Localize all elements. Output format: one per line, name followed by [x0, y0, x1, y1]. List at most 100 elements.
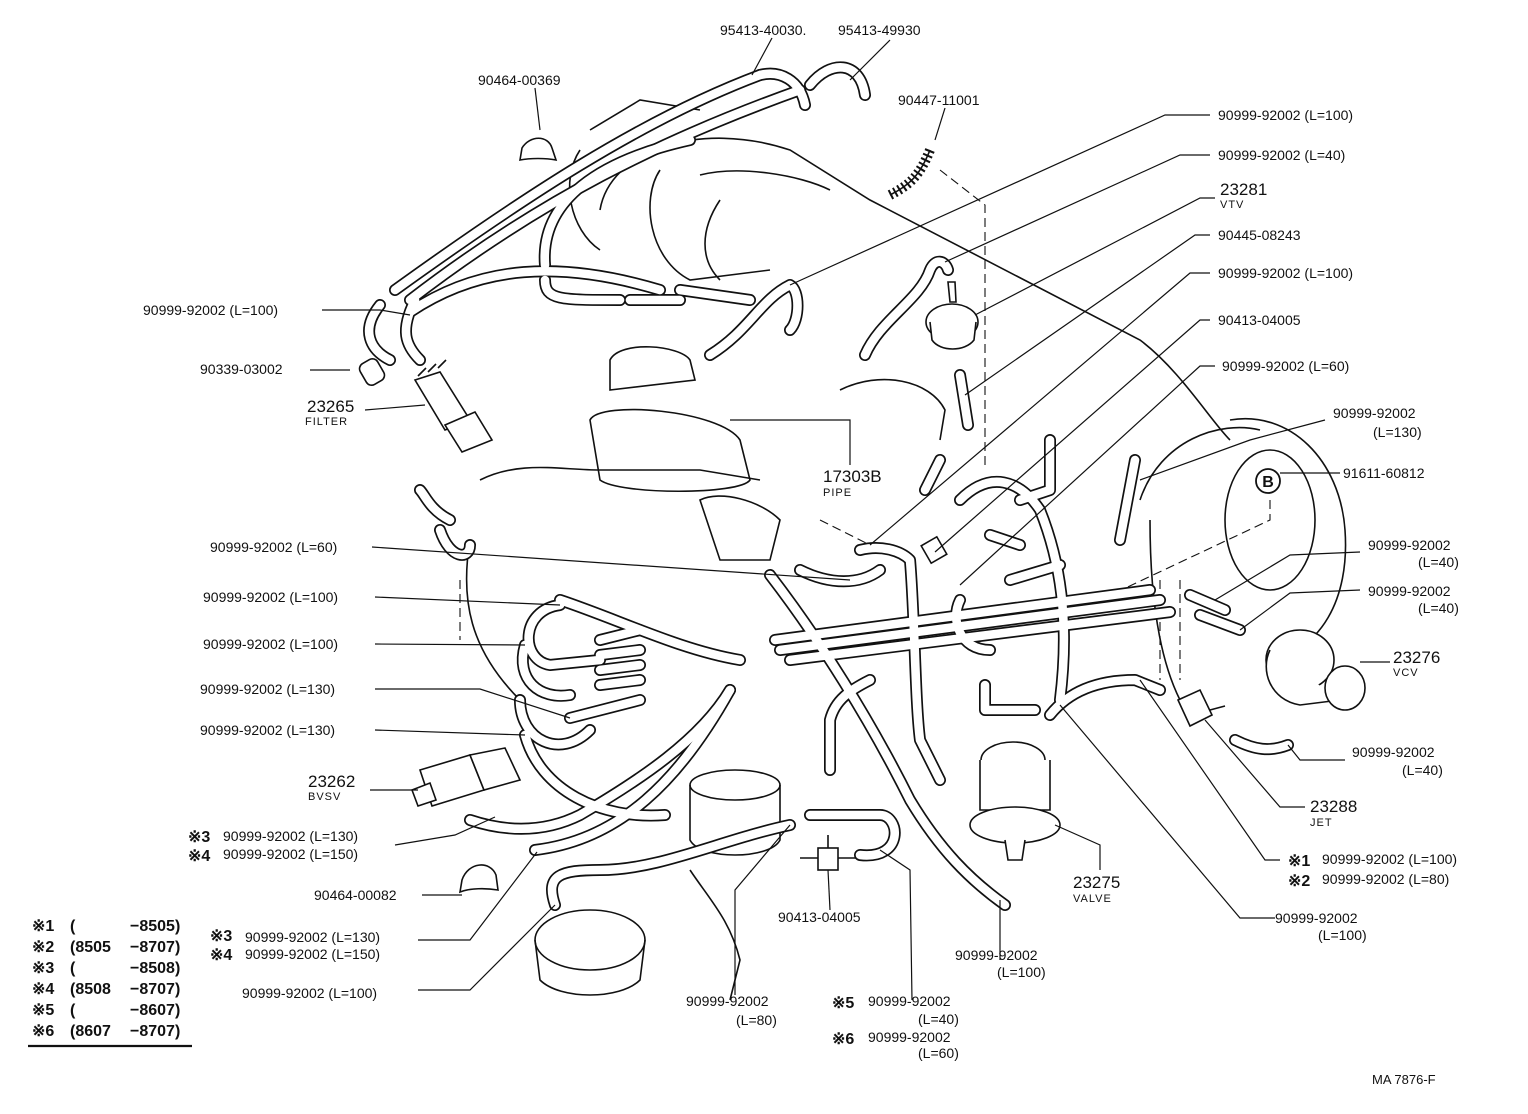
label-hose-r8: 90999-92002: [1352, 744, 1435, 760]
legend-from: (8505: [70, 939, 111, 956]
hose-tube-interior: [565, 695, 645, 723]
label-hose-r8-length: (L=40): [1402, 762, 1443, 778]
hose-tube-interior: [770, 585, 1155, 645]
hose-tube-interior: [675, 285, 755, 305]
figure-code: MA 7876-F: [1372, 1072, 1436, 1087]
callout-b-letter: B: [1262, 474, 1274, 491]
label-mark-3a: ※3: [188, 829, 210, 846]
hose-tube-interior: [415, 485, 455, 525]
label-valve-number: 23275: [1073, 873, 1120, 892]
label-mark-3b: ※3: [210, 928, 232, 945]
label-hose-m4a: 90999-92002 (L=150): [223, 846, 358, 862]
hose-tube-interior: [765, 570, 1010, 910]
label-hose-c2-length: (L=80): [736, 1012, 777, 1028]
legend-row: ※6 (8607 −8707): [32, 1023, 180, 1040]
label-jet-number: 23288: [1310, 797, 1357, 816]
hose-tube-interior: [805, 810, 899, 860]
label-hose-m5-length: (L=40): [918, 1011, 959, 1027]
legend-mark: ※3: [32, 960, 54, 977]
hose-tube-interior: [1185, 590, 1230, 615]
hose-tube-interior: [465, 685, 735, 833]
legend-to: −8508): [130, 960, 180, 977]
label-vtv-number: 23281: [1220, 180, 1267, 199]
vcv-23276: [1265, 629, 1366, 711]
legend-row: ※3 ( −8508): [32, 960, 180, 977]
label-bvsv-number: 23262: [308, 772, 355, 791]
hose-tube-interior: [540, 135, 695, 270]
label-90413-04005-top: 90413-04005: [1218, 312, 1301, 328]
label-hose-c2: 90999-92002: [686, 993, 769, 1009]
label-vcv-name: VCV: [1393, 667, 1419, 679]
label-mark-4a: ※4: [188, 848, 210, 865]
hose-tube-interior: [795, 565, 885, 586]
legend-from: (8508: [70, 981, 111, 998]
label-95413-40030: 95413-40030.: [720, 22, 806, 38]
legend-row: ※5 ( −8607): [32, 1002, 180, 1019]
date-legend: ※1 ( −8505) ※2 (8505 −8707) ※3 ( −8508) …: [28, 918, 192, 1048]
label-hose-r5: 90999-92002: [1333, 405, 1416, 421]
label-hose-m2: 90999-92002 (L=80): [1322, 871, 1449, 887]
hose-tube-interior: [955, 370, 973, 430]
jet-23288: [1176, 688, 1226, 728]
clip-90464-00082: [458, 864, 499, 894]
hose-tube-interior: [980, 680, 1040, 715]
label-90447-11001: 90447-11001: [898, 92, 980, 108]
legend-from: (: [70, 1002, 76, 1019]
label-90464-00082: 90464-00082: [314, 887, 397, 903]
label-filter-number: 23265: [307, 397, 354, 416]
label-hose-m1: 90999-92002 (L=100): [1322, 851, 1457, 867]
hose-tube-interior: [1115, 455, 1140, 545]
legend-to: −8505): [130, 918, 180, 935]
callout-b: B: [1255, 468, 1281, 494]
hose-tube: [854, 542, 946, 786]
hose-tube-interior: [755, 69, 810, 110]
label-91611-60812: 91611-60812: [1343, 465, 1425, 481]
label-90413-04005-bottom: 90413-04005: [778, 909, 861, 925]
hose-tube-interior: [518, 640, 575, 701]
label-jet-name: JET: [1310, 817, 1333, 829]
label-hose-r4: 90999-92002 (L=60): [1222, 358, 1349, 374]
legend-mark: ※4: [32, 981, 54, 998]
tee-90413-04005-bottom: [800, 835, 856, 871]
label-hose-l2: 90999-92002 (L=60): [210, 539, 337, 555]
hose-tube-interior: [705, 280, 802, 360]
legend-mark: ※6: [32, 1023, 54, 1040]
legend-from: (: [70, 918, 76, 935]
label-mark-2: ※2: [1288, 873, 1310, 890]
label-hose-l5: 90999-92002 (L=130): [200, 681, 335, 697]
tee-90413-04005-top: [920, 535, 948, 565]
hose-tube-interior: [595, 645, 645, 660]
label-90464-00369: 90464-00369: [478, 72, 561, 88]
hose-tube: [954, 476, 1070, 706]
label-hose-l4: 90999-92002 (L=100): [203, 636, 338, 652]
hose-tube-interior: [1230, 735, 1293, 754]
legend-mark: ※2: [32, 939, 54, 956]
label-90445-08243: 90445-08243: [1218, 227, 1301, 243]
label-vtv-name: VTV: [1220, 199, 1244, 211]
label-hose-r3: 90999-92002 (L=100): [1218, 265, 1353, 281]
cap-90339-03002: [358, 358, 386, 386]
hose-tube-interior: [985, 530, 1025, 550]
label-hose-r7-length: (L=40): [1418, 600, 1459, 616]
part-labels: 95413-40030. 95413-49930 90464-00369 904…: [143, 22, 1459, 1087]
hose-tube-interior: [1195, 610, 1245, 635]
legend-to: −8707): [130, 939, 180, 956]
hose-tube-interior: [955, 477, 1069, 705]
hose-tube-interior: [1045, 675, 1165, 720]
legend-from: (: [70, 960, 76, 977]
engine-outline: [465, 99, 1347, 1001]
vtv-23281: [925, 281, 979, 350]
hose-tube-interior: [540, 275, 625, 305]
hose-tube-interior: [520, 730, 670, 820]
legend-from: (8607: [70, 1023, 111, 1040]
label-hose-c1: 90999-92002: [955, 947, 1038, 963]
hose-tube-interior: [405, 266, 665, 317]
hose-tube-interior: [555, 595, 745, 665]
legend-mark: ※5: [32, 1002, 54, 1019]
hose-tube-interior: [390, 70, 765, 295]
label-bvsv-name: BVSV: [308, 791, 341, 803]
label-mark-1: ※1: [1288, 853, 1310, 870]
label-95413-49930: 95413-49930: [838, 22, 921, 38]
label-mark-5: ※5: [832, 995, 854, 1012]
label-hose-r9-length: (L=100): [1318, 927, 1367, 943]
